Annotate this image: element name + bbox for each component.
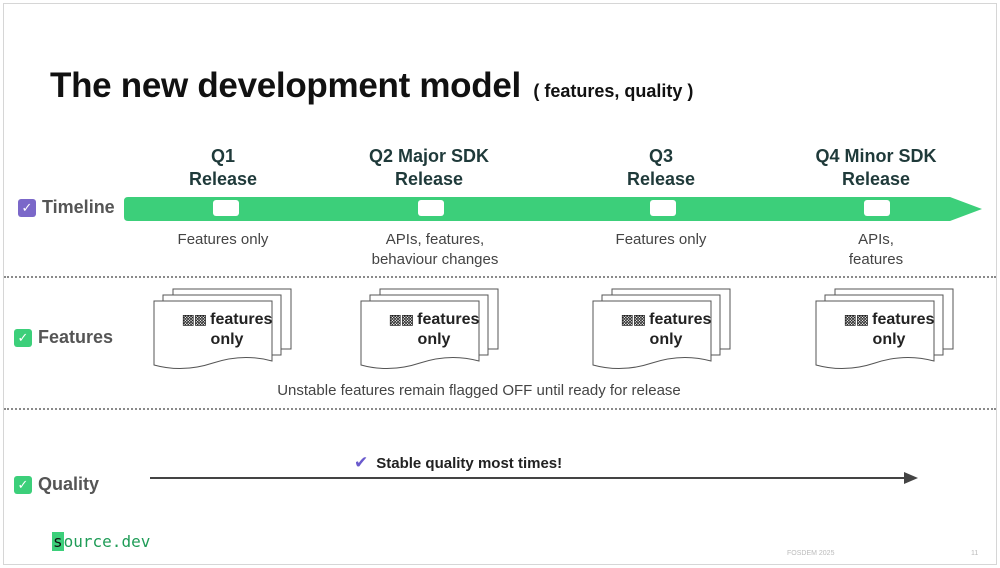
row-label-timeline: ✓ Timeline <box>18 197 115 218</box>
feature-stack-label: ▩▩features only <box>606 309 726 350</box>
quarter-label-q2: Q2 Major SDK Release <box>329 145 529 191</box>
page-title: The new development model <box>50 66 521 105</box>
timeline-desc-q4: APIs, features <box>776 230 976 270</box>
document-stack-icon <box>153 288 292 369</box>
checkered-flag-icon: ▩▩ <box>620 311 646 327</box>
quarter-title: Q4 Minor SDK <box>815 146 937 166</box>
release-marker-q2 <box>418 200 444 216</box>
title-row: The new development model ( features, qu… <box>50 66 693 106</box>
checkmark-icon: ✔ <box>354 453 369 472</box>
row-label-features: ✓ Features <box>14 327 113 348</box>
feature-stack-q2: ▩▩features only <box>360 287 500 377</box>
quality-arrow <box>150 472 918 484</box>
footer-event: FOSDEM 2025 <box>787 550 835 557</box>
feature-stack-q1: ▩▩features only <box>153 287 293 377</box>
quality-note-text: Stable quality most times! <box>376 454 563 472</box>
feature-stack-q4: ▩▩features only <box>815 287 955 377</box>
stack-line: features <box>417 311 480 328</box>
quarter-title: Q3 <box>648 146 673 166</box>
release-marker-q3 <box>650 200 676 216</box>
feature-stack-label: ▩▩features only <box>167 309 287 350</box>
desc-line: features <box>848 251 904 268</box>
row-label-text: Timeline <box>42 197 115 217</box>
timeline-desc-q2: APIs, features, behaviour changes <box>335 230 535 270</box>
section-divider <box>4 276 996 278</box>
footer-page-number: 11 <box>971 550 979 557</box>
desc-line: Features only <box>615 231 707 248</box>
feature-stack-label: ▩▩features only <box>829 309 949 350</box>
features-note: Unstable features remain flagged OFF unt… <box>277 382 681 399</box>
stack-line: only <box>649 331 683 348</box>
quarter-subtitle: Release <box>841 169 911 189</box>
stack-line: only <box>872 331 906 348</box>
brand-logo-rest: ource.dev <box>63 532 151 551</box>
desc-line: Features only <box>177 231 269 248</box>
quarter-label-q3: Q3 Release <box>561 145 761 191</box>
check-square-icon: ✓ <box>18 198 36 217</box>
stack-line: only <box>417 331 451 348</box>
desc-line: APIs, features, <box>385 231 485 248</box>
timeline-arrow <box>124 197 982 221</box>
document-stack-icon <box>815 288 954 369</box>
stack-line: features <box>649 311 712 328</box>
stack-line: features <box>210 311 273 328</box>
brand-logo-initial: s <box>52 532 64 551</box>
section-divider <box>4 408 996 410</box>
brand-logo: source.dev <box>52 532 150 551</box>
row-label-quality: ✓ Quality <box>14 474 99 495</box>
check-square-icon: ✓ <box>14 328 32 347</box>
checkered-flag-icon: ▩▩ <box>843 311 869 327</box>
stack-line: only <box>210 331 244 348</box>
stack-line: features <box>872 311 935 328</box>
quarter-title: Q2 Major SDK <box>368 146 490 166</box>
timeline-desc-q1: Features only <box>123 230 323 250</box>
timeline-desc-q3: Features only <box>561 230 761 250</box>
quality-note: ✔ Stable quality most times! <box>354 453 562 473</box>
desc-line: APIs, <box>858 231 894 248</box>
quarter-title: Q1 <box>210 146 235 166</box>
checkered-flag-icon: ▩▩ <box>388 311 414 327</box>
check-square-icon: ✓ <box>14 475 32 494</box>
quarter-label-q1: Q1 Release <box>123 145 323 191</box>
quarter-subtitle: Release <box>394 169 464 189</box>
document-stack-icon <box>592 288 731 369</box>
page-subtitle: ( features, quality ) <box>533 81 694 101</box>
desc-line: behaviour changes <box>371 251 499 268</box>
feature-stack-q3: ▩▩features only <box>592 287 732 377</box>
checkered-flag-icon: ▩▩ <box>181 311 207 327</box>
quarter-label-q4: Q4 Minor SDK Release <box>776 145 976 191</box>
feature-stack-label: ▩▩features only <box>374 309 494 350</box>
release-marker-q1 <box>213 200 239 216</box>
document-stack-icon <box>360 288 499 369</box>
row-label-text: Features <box>38 327 114 347</box>
release-marker-q4 <box>864 200 890 216</box>
quarter-subtitle: Release <box>188 169 258 189</box>
quarter-subtitle: Release <box>626 169 696 189</box>
row-label-text: Quality <box>38 474 100 494</box>
slide: The new development model ( features, qu… <box>3 3 997 565</box>
